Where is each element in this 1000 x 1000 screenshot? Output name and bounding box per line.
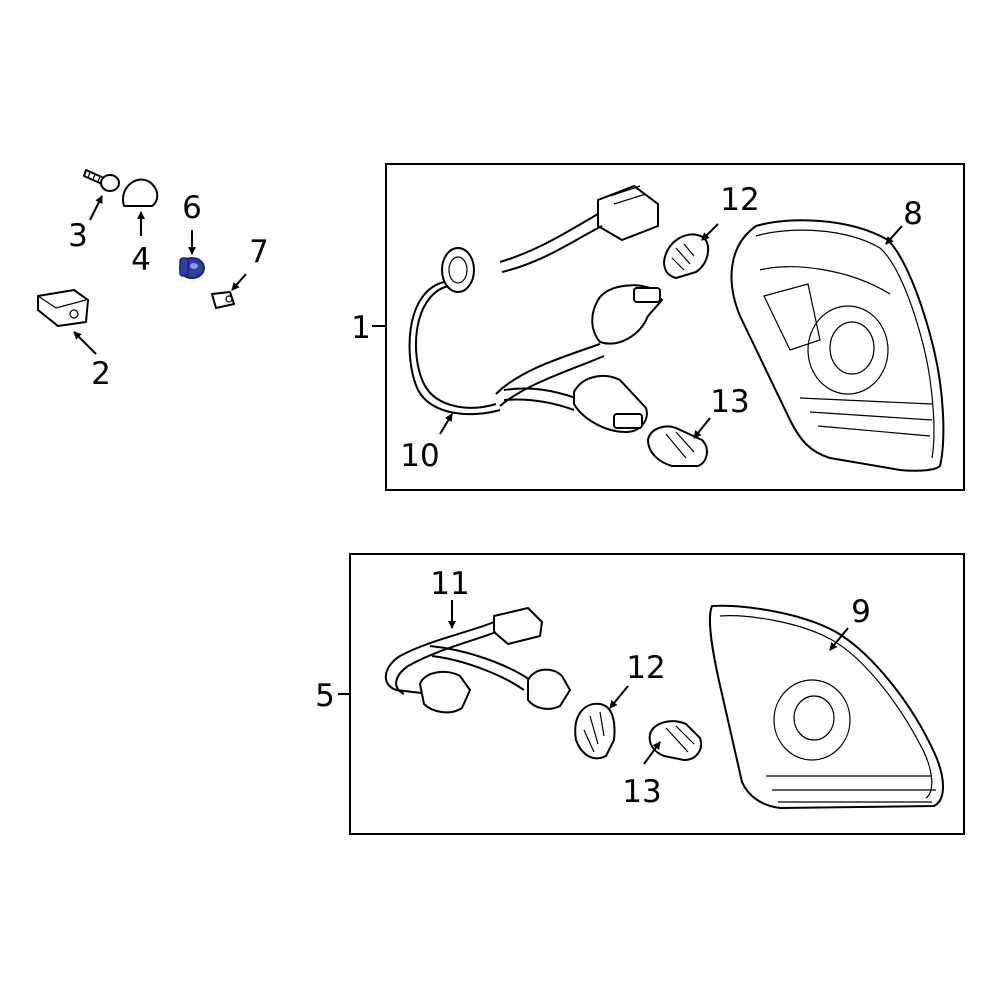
arrow-13-lower [643, 741, 661, 765]
callout-2: 2 [91, 356, 111, 392]
callout-10: 10 [400, 438, 439, 474]
bulb-part-12-lower[interactable] [574, 702, 616, 760]
tail-lamp-part-8[interactable] [730, 219, 945, 472]
wiring-harness-part-11[interactable] [385, 607, 571, 714]
arrow-12-lower [609, 685, 629, 709]
callout-12-upper: 12 [720, 182, 759, 218]
callout-9: 9 [851, 594, 871, 630]
bulb-part-12-upper[interactable] [663, 233, 710, 279]
arrow-3 [89, 195, 103, 221]
arrow-8 [885, 225, 903, 245]
bolt-part-3[interactable] [83, 169, 120, 192]
wiring-harness-part-10[interactable] [408, 185, 663, 433]
callout-12-lower: 12 [626, 650, 665, 686]
arrow-12-upper [701, 223, 719, 241]
lamp-part-9[interactable] [708, 604, 944, 809]
bracket-part-2[interactable] [37, 289, 89, 327]
arrow-7 [231, 273, 247, 291]
callout-1: 1 [351, 310, 371, 346]
callout-4: 4 [131, 242, 151, 278]
arrow-9 [829, 627, 849, 651]
callout-6: 6 [182, 190, 202, 226]
bulb-part-13-lower[interactable] [648, 720, 702, 761]
grommet-part-7[interactable] [211, 291, 235, 309]
arrow-2 [73, 331, 97, 355]
cap-part-4[interactable] [121, 178, 159, 207]
arrow-13-upper [693, 417, 711, 439]
callout-13-upper: 13 [710, 384, 749, 420]
callout-8: 8 [903, 196, 923, 232]
callout-5: 5 [315, 678, 335, 714]
bulb-part-13-upper[interactable] [647, 425, 708, 467]
callout-7: 7 [249, 234, 269, 270]
clip-part-6-highlighted[interactable] [179, 257, 205, 279]
callout-3: 3 [68, 218, 88, 254]
arrow-10 [439, 413, 453, 435]
callout-11: 11 [430, 566, 469, 602]
callout-13-lower: 13 [622, 774, 661, 810]
